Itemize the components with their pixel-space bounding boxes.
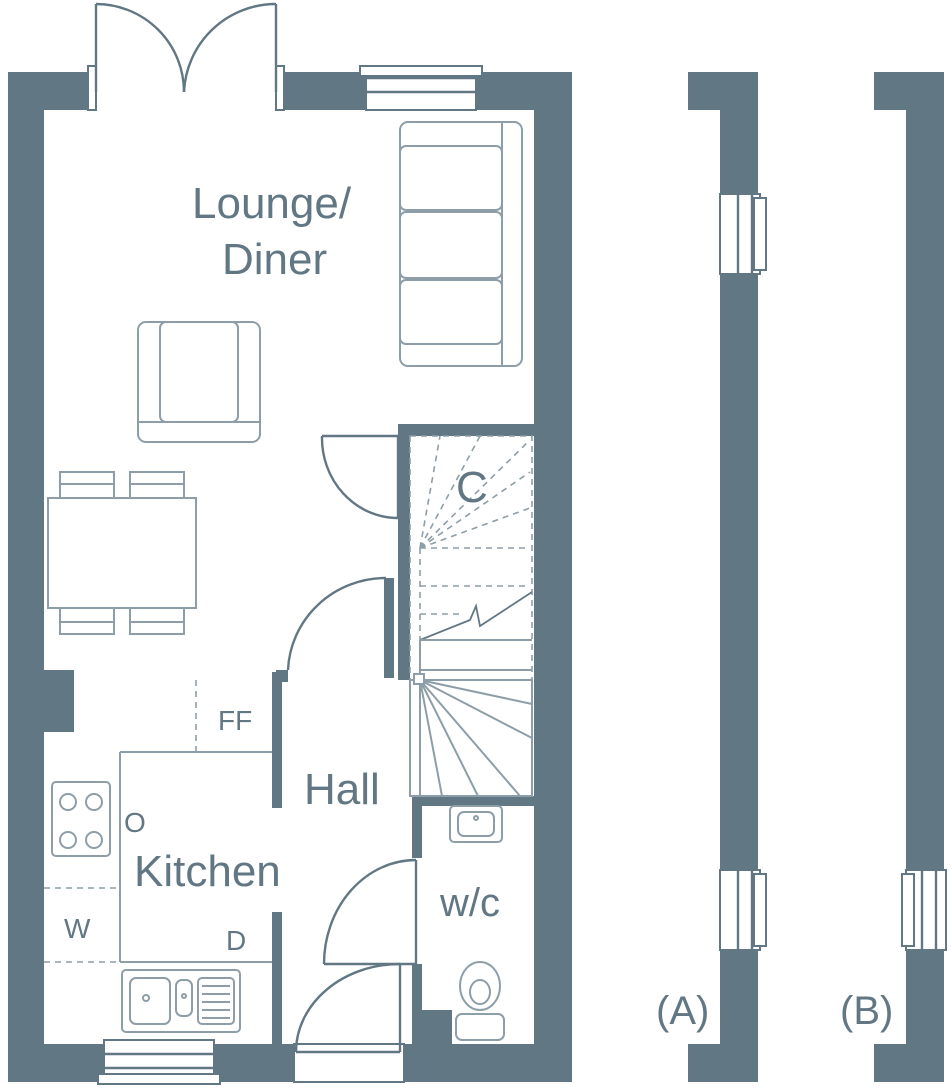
staircase (409, 435, 533, 797)
wc-door (322, 858, 418, 966)
dishwasher-label: D (226, 925, 246, 956)
kitchen-worktop (44, 680, 272, 963)
lounge-label-line1: Lounge/ (192, 179, 352, 228)
toilet-icon (455, 961, 505, 1041)
lounge-label-line2: Diner (222, 235, 327, 284)
front-door (293, 962, 405, 1083)
cupboard-label: C (456, 463, 488, 512)
dining-table-icon (47, 471, 197, 635)
option-b-label: (B) (840, 989, 893, 1033)
kitchen-label: Kitchen (134, 847, 281, 896)
sofa-icon (399, 121, 523, 367)
basin-icon (449, 805, 503, 843)
hall-label: Hall (304, 765, 380, 814)
cupboard-door (320, 434, 400, 520)
window-top (359, 65, 483, 111)
oven-label: O (124, 807, 146, 838)
wc-label: w/c (439, 881, 500, 925)
exterior-walls (8, 72, 572, 1082)
option-a-label: (A) (656, 989, 709, 1033)
washer-label: W (64, 913, 91, 944)
option-a-wall (688, 72, 767, 1082)
sink-icon (121, 969, 241, 1033)
hall-door (286, 576, 388, 671)
hob-icon (51, 781, 111, 857)
option-b-wall (874, 72, 947, 1082)
window-bottom (97, 1039, 221, 1085)
interior-walls (44, 424, 534, 1044)
fridge-freezer-label: FF (218, 705, 252, 736)
armchair-icon (137, 321, 261, 443)
french-doors (87, 2, 285, 111)
